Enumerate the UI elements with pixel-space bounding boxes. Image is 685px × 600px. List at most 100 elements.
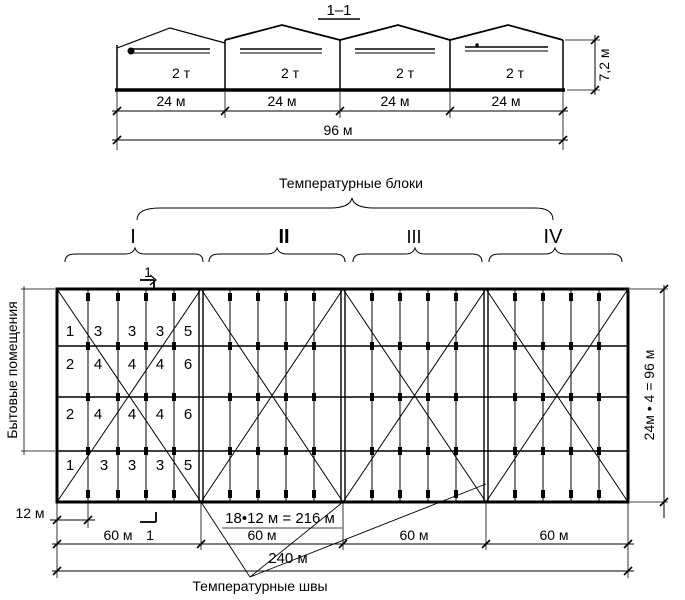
column-axes bbox=[87, 289, 600, 502]
cell-number: 3 bbox=[94, 323, 102, 340]
column-mark bbox=[569, 447, 573, 455]
column-mark bbox=[116, 293, 120, 301]
cell-number: 5 bbox=[184, 457, 192, 474]
block-numeral: II bbox=[278, 226, 289, 248]
cell-number: 4 bbox=[94, 406, 102, 423]
column-mark bbox=[172, 393, 176, 401]
crane-hook-icon bbox=[127, 47, 135, 55]
column-mark bbox=[284, 393, 288, 401]
roof-span-2 bbox=[224, 24, 341, 41]
column-mark bbox=[426, 393, 430, 401]
column-mark bbox=[597, 293, 601, 301]
roof-span-3 bbox=[339, 24, 451, 41]
column-mark bbox=[370, 490, 374, 498]
column-marks bbox=[86, 293, 601, 498]
column-mark bbox=[86, 490, 90, 498]
column-mark bbox=[370, 293, 374, 301]
column-mark bbox=[569, 393, 573, 401]
column-mark bbox=[172, 342, 176, 350]
cell-number: 1 bbox=[66, 323, 74, 340]
crane-load-label: 2 т bbox=[281, 65, 300, 81]
column-mark bbox=[569, 293, 573, 301]
column-mark bbox=[454, 293, 458, 301]
cell-number: 4 bbox=[156, 406, 164, 423]
column-mark bbox=[426, 293, 430, 301]
column-mark bbox=[284, 342, 288, 350]
column-mark bbox=[172, 490, 176, 498]
column-mark bbox=[228, 393, 232, 401]
column-mark bbox=[86, 293, 90, 301]
column-mark bbox=[454, 490, 458, 498]
column-mark bbox=[116, 447, 120, 455]
block-length: 60 м bbox=[103, 527, 132, 543]
block-braces bbox=[64, 246, 623, 263]
column-mark bbox=[398, 293, 402, 301]
section-title: 1–1 bbox=[326, 2, 351, 19]
column-mark bbox=[284, 447, 288, 455]
block-numeral: I bbox=[130, 226, 136, 248]
column-mark bbox=[228, 293, 232, 301]
column-mark bbox=[256, 342, 260, 350]
cell-number: 4 bbox=[128, 356, 136, 373]
column-mark bbox=[312, 393, 316, 401]
column-mark bbox=[597, 393, 601, 401]
utility-rooms-label: Бытовые помещения bbox=[4, 301, 20, 439]
cell-number: 3 bbox=[100, 457, 108, 474]
column-mark bbox=[370, 393, 374, 401]
crane-load-label: 2 т bbox=[396, 65, 415, 81]
cell-number: 1 bbox=[66, 457, 74, 474]
column-mark bbox=[116, 490, 120, 498]
column-mark bbox=[454, 393, 458, 401]
cell-number: 3 bbox=[156, 457, 164, 474]
height-dimension: 7,2 м bbox=[596, 49, 612, 82]
column-mark bbox=[172, 293, 176, 301]
block-length: 60 м bbox=[247, 527, 276, 543]
block-numeral: IV bbox=[544, 226, 564, 248]
column-mark bbox=[144, 490, 148, 498]
cell-number: 6 bbox=[184, 406, 192, 423]
column-mark bbox=[370, 447, 374, 455]
cell-number: 5 bbox=[184, 323, 192, 340]
column-mark bbox=[454, 342, 458, 350]
bracing-diagonals bbox=[56, 288, 629, 503]
column-mark bbox=[144, 447, 148, 455]
column-mark bbox=[597, 342, 601, 350]
column-mark bbox=[370, 342, 374, 350]
column-mark bbox=[398, 490, 402, 498]
cell-number: 3 bbox=[128, 457, 136, 474]
roof-span-1 bbox=[116, 27, 226, 49]
column-mark bbox=[312, 293, 316, 301]
column-mark bbox=[541, 447, 545, 455]
blocks-title: Температурные блоки bbox=[279, 175, 423, 191]
block-length: 60 м bbox=[539, 527, 568, 543]
column-mark bbox=[541, 342, 545, 350]
joint-leaders bbox=[200, 483, 487, 578]
cell-number: 3 bbox=[128, 323, 136, 340]
column-mark bbox=[513, 293, 517, 301]
blocks-brace bbox=[136, 197, 554, 221]
grid-formula: 18•12 м = 216 м bbox=[225, 510, 335, 527]
span-dimension: 24 м bbox=[491, 93, 520, 109]
column-mark bbox=[116, 342, 120, 350]
column-mark bbox=[312, 490, 316, 498]
section-mark: 1 bbox=[146, 527, 154, 543]
plan-width-dimension: 24м • 4 = 96 м bbox=[641, 350, 657, 441]
column-mark bbox=[569, 342, 573, 350]
column-mark bbox=[144, 293, 148, 301]
column-step-dimension: 12 м bbox=[15, 505, 44, 521]
column-mark bbox=[426, 490, 430, 498]
column-mark bbox=[513, 393, 517, 401]
column-mark bbox=[541, 490, 545, 498]
column-mark bbox=[256, 393, 260, 401]
column-mark bbox=[513, 447, 517, 455]
column-mark bbox=[513, 342, 517, 350]
column-mark bbox=[454, 447, 458, 455]
column-mark bbox=[228, 342, 232, 350]
column-mark bbox=[86, 393, 90, 401]
column-mark bbox=[144, 342, 148, 350]
section-mark: 1 bbox=[144, 264, 152, 280]
column-mark bbox=[228, 490, 232, 498]
span-dimension: 24 м bbox=[380, 93, 409, 109]
column-mark bbox=[398, 393, 402, 401]
joints-label: Температурные швы bbox=[192, 578, 327, 594]
